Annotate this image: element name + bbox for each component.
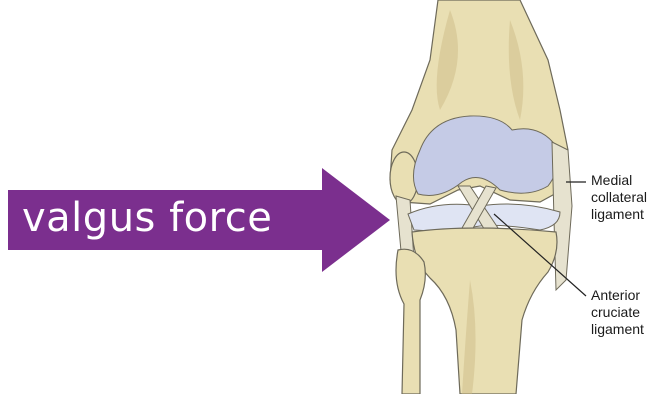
mcl-label-line-1: Medial <box>591 172 647 189</box>
mcl-label-line-2: collateral <box>591 189 647 206</box>
fibula <box>396 249 425 394</box>
acl-label-line-2: cruciate <box>591 304 644 321</box>
acl-label-line-3: ligament <box>591 321 644 338</box>
anterior-cruciate-ligament-label: Anterior cruciate ligament <box>591 287 644 338</box>
tibia <box>412 228 557 394</box>
mcl-label-line-3: ligament <box>591 206 647 223</box>
valgus-force-label: valgus force <box>22 188 272 248</box>
medial-collateral-ligament-label: Medial collateral ligament <box>591 172 647 223</box>
acl-label-line-1: Anterior <box>591 287 644 304</box>
